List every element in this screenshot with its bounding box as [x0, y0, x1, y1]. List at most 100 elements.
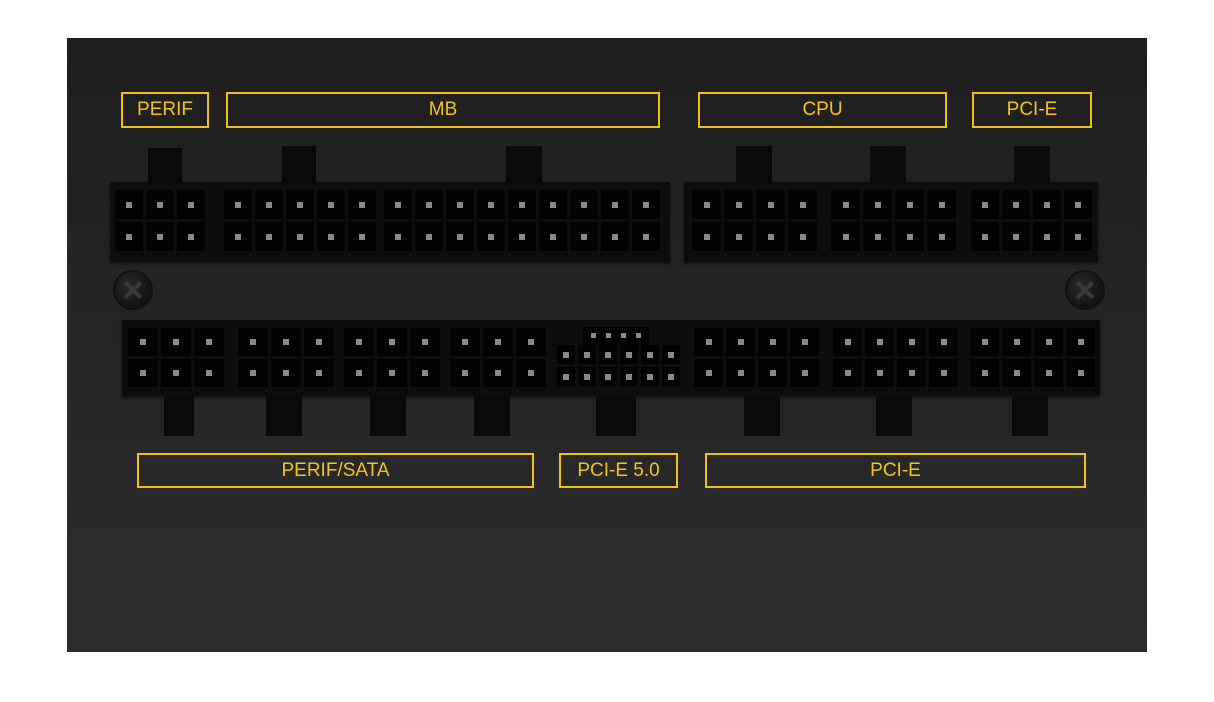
connector-pin	[126, 233, 132, 240]
connector-pin	[457, 233, 463, 240]
connector-pin	[563, 373, 569, 380]
connector-pin	[1013, 201, 1019, 208]
connector-pin	[643, 201, 649, 208]
connector-pin	[584, 373, 590, 380]
connector-pin	[982, 233, 988, 240]
connector-pin	[668, 351, 674, 358]
connector-pin	[1013, 233, 1019, 240]
connector-pin	[488, 201, 494, 208]
connector-pin	[612, 201, 618, 208]
label-cpu: CPU	[698, 92, 947, 128]
label-pcie-bottom: PCI-E	[705, 453, 1086, 488]
connector-pin	[591, 333, 596, 338]
label-pcie-top: PCI-E	[972, 92, 1092, 128]
connector-pin	[981, 339, 988, 345]
connector-pin	[735, 233, 742, 240]
connector-pin	[982, 201, 988, 208]
connector-pin	[1044, 201, 1050, 208]
connector-pin	[842, 233, 849, 240]
connector-sense-block	[583, 327, 649, 345]
label-perif-sata: PERIF/SATA	[137, 453, 534, 488]
connector-pin	[1045, 339, 1052, 345]
connector-latch	[744, 396, 780, 436]
connector-latch	[506, 146, 542, 184]
connector-pin	[906, 201, 913, 208]
connector-pin	[550, 233, 556, 240]
connector-pin	[612, 233, 618, 240]
connector-pin	[519, 201, 525, 208]
connector-pin	[874, 201, 881, 208]
connector-pin	[126, 201, 132, 208]
connector-pin	[528, 339, 534, 345]
connector-pin	[799, 201, 806, 208]
connector-pin	[844, 339, 851, 345]
connector-pin	[235, 233, 241, 240]
connector-pin	[735, 201, 742, 208]
connector-pin	[356, 339, 362, 345]
connector-pin	[876, 370, 883, 376]
connector-latch	[870, 146, 906, 184]
connector-pin	[359, 233, 365, 240]
connector-pin	[647, 351, 653, 358]
connector-pin	[876, 339, 883, 345]
connector-latch	[164, 396, 194, 436]
connector-pin	[426, 201, 432, 208]
connector-pin	[1044, 233, 1050, 240]
connector-pin	[938, 201, 945, 208]
connector-pin	[1013, 370, 1020, 376]
connector-pin	[799, 233, 806, 240]
connector-pin	[389, 370, 395, 376]
connector-pin	[157, 201, 163, 208]
connector-latch	[596, 396, 636, 436]
connector-pin	[705, 370, 712, 376]
connector-pin	[206, 370, 212, 376]
connector-pin	[395, 201, 401, 208]
connector-pin	[605, 351, 611, 358]
connector-pin	[519, 233, 525, 240]
connector-pin	[316, 370, 322, 376]
connector-pin	[206, 339, 212, 345]
connector-pin	[940, 370, 947, 376]
connector-latch	[876, 396, 912, 436]
connector-pin	[495, 370, 501, 376]
connector-pin	[908, 370, 915, 376]
connector-pin	[636, 333, 641, 338]
connector-pin	[283, 370, 289, 376]
connector-pin	[1077, 339, 1084, 345]
connector-pin	[316, 339, 322, 345]
connector-pin	[703, 233, 710, 240]
connector-pin	[767, 201, 774, 208]
connector-pin	[528, 370, 534, 376]
connector-pin	[173, 370, 179, 376]
label-mb: MB	[226, 92, 660, 128]
connector-pin	[1045, 370, 1052, 376]
connector-pin	[250, 370, 256, 376]
screw-icon	[115, 272, 151, 308]
connector-pin	[842, 201, 849, 208]
connector-pin	[457, 201, 463, 208]
connector-latch	[282, 146, 316, 184]
connector-pin	[581, 201, 587, 208]
connector-pin	[462, 370, 468, 376]
connector-pin	[874, 233, 881, 240]
connector-pin	[422, 339, 428, 345]
connector-pin	[235, 201, 241, 208]
connector-pin	[188, 201, 194, 208]
connector-latch	[148, 148, 182, 184]
connector-pin	[626, 351, 632, 358]
connector-pin	[626, 373, 632, 380]
connector-latch	[1014, 146, 1050, 184]
connector-pin	[621, 333, 626, 338]
connector-pin	[801, 339, 808, 345]
connector-pin	[581, 233, 587, 240]
connector-pin	[1075, 201, 1081, 208]
connector-pin	[356, 370, 362, 376]
connector-pin	[266, 201, 272, 208]
connector-pin	[488, 233, 494, 240]
connector-pin	[389, 339, 395, 345]
connector-pin	[157, 233, 163, 240]
connector-pin	[1013, 339, 1020, 345]
connector-pin	[647, 373, 653, 380]
connector-latch	[736, 146, 772, 184]
connector-pin	[737, 370, 744, 376]
